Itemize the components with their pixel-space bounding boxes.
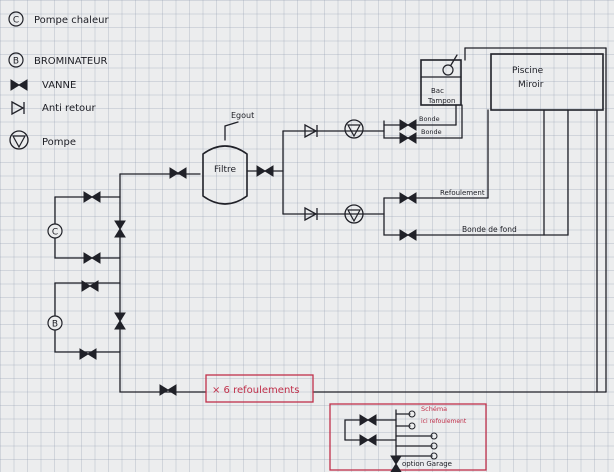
pump-branches [246, 120, 545, 236]
legend-b-letter: B [13, 57, 19, 67]
legend-brominateur-icon: B [8, 52, 24, 68]
bonde-label-1: Bonde [419, 115, 440, 123]
refoulements-label: × 6 refoulements [212, 385, 299, 396]
legend-pompe-icon [9, 130, 29, 150]
legend-anti-retour-icon [11, 101, 25, 115]
left-loop-piping [54, 173, 207, 393]
legend-vanne-label: VANNE [42, 80, 76, 91]
legend-brominateur-label: BROMINATEUR [34, 56, 108, 67]
bac-tampon: Bac Tampon [420, 54, 463, 139]
valve-bonde-1 [399, 119, 417, 131]
b-letter: B [52, 320, 58, 330]
piscine-miroir: Piscine Miroir [312, 47, 607, 393]
refoulement-line-label: Refoulement [440, 189, 485, 197]
tampon-label: Tampon [427, 97, 455, 105]
valve-bonde-2 [399, 132, 417, 144]
valve-c-bottom [83, 252, 101, 264]
valve-bypass-upper [114, 220, 126, 238]
brominateur-symbol: B [47, 315, 63, 331]
piscine-label: Piscine [512, 66, 544, 76]
valve-refoulement-line [399, 192, 417, 204]
miroir-label: Miroir [518, 80, 544, 90]
legend-vanne-icon [10, 79, 28, 91]
option-box: Schéma ici refoulement option Garage [329, 403, 487, 472]
option-line2: ici refoulement [421, 418, 467, 425]
filter-label: Filtre [214, 165, 237, 175]
valve-after-filter [256, 165, 274, 177]
valve-b-bottom [79, 348, 97, 360]
bonde-label-2: Bonde [421, 128, 442, 136]
valve-refoulement [159, 384, 177, 396]
option-line1: Schéma [421, 405, 447, 413]
pompe-chaleur-symbol: C [47, 223, 63, 239]
legend-pompe-chaleur-icon: C [8, 11, 24, 27]
legend-c-letter: C [13, 16, 19, 26]
valve-bonde-de-fond [399, 229, 417, 241]
legend-anti-retour-label: Anti retour [42, 103, 96, 114]
egout-label: Egout [231, 111, 254, 120]
legend: C Pompe chaleur B BROMINATEUR VANNE Anti… [8, 11, 109, 150]
option-valve-2 [359, 434, 377, 446]
option-valve-3 [390, 455, 402, 472]
valve-bypass-lower [114, 312, 126, 330]
legend-pompe-label: Pompe [42, 137, 76, 148]
filter-tank: Filtre Egout [202, 111, 254, 205]
legend-pompe-chaleur-label: Pompe chaleur [34, 15, 109, 26]
option-valve-1 [359, 414, 377, 426]
valve-c-top [83, 191, 101, 203]
option-garage-label: option Garage [402, 460, 452, 468]
bonde-de-fond-label: Bonde de fond [462, 225, 517, 234]
pump-upper [344, 119, 364, 139]
bac-label: Bac [431, 87, 444, 95]
c-letter: C [52, 228, 58, 238]
valve-to-filter [169, 167, 187, 179]
refoulements-box: × 6 refoulements [205, 374, 314, 403]
